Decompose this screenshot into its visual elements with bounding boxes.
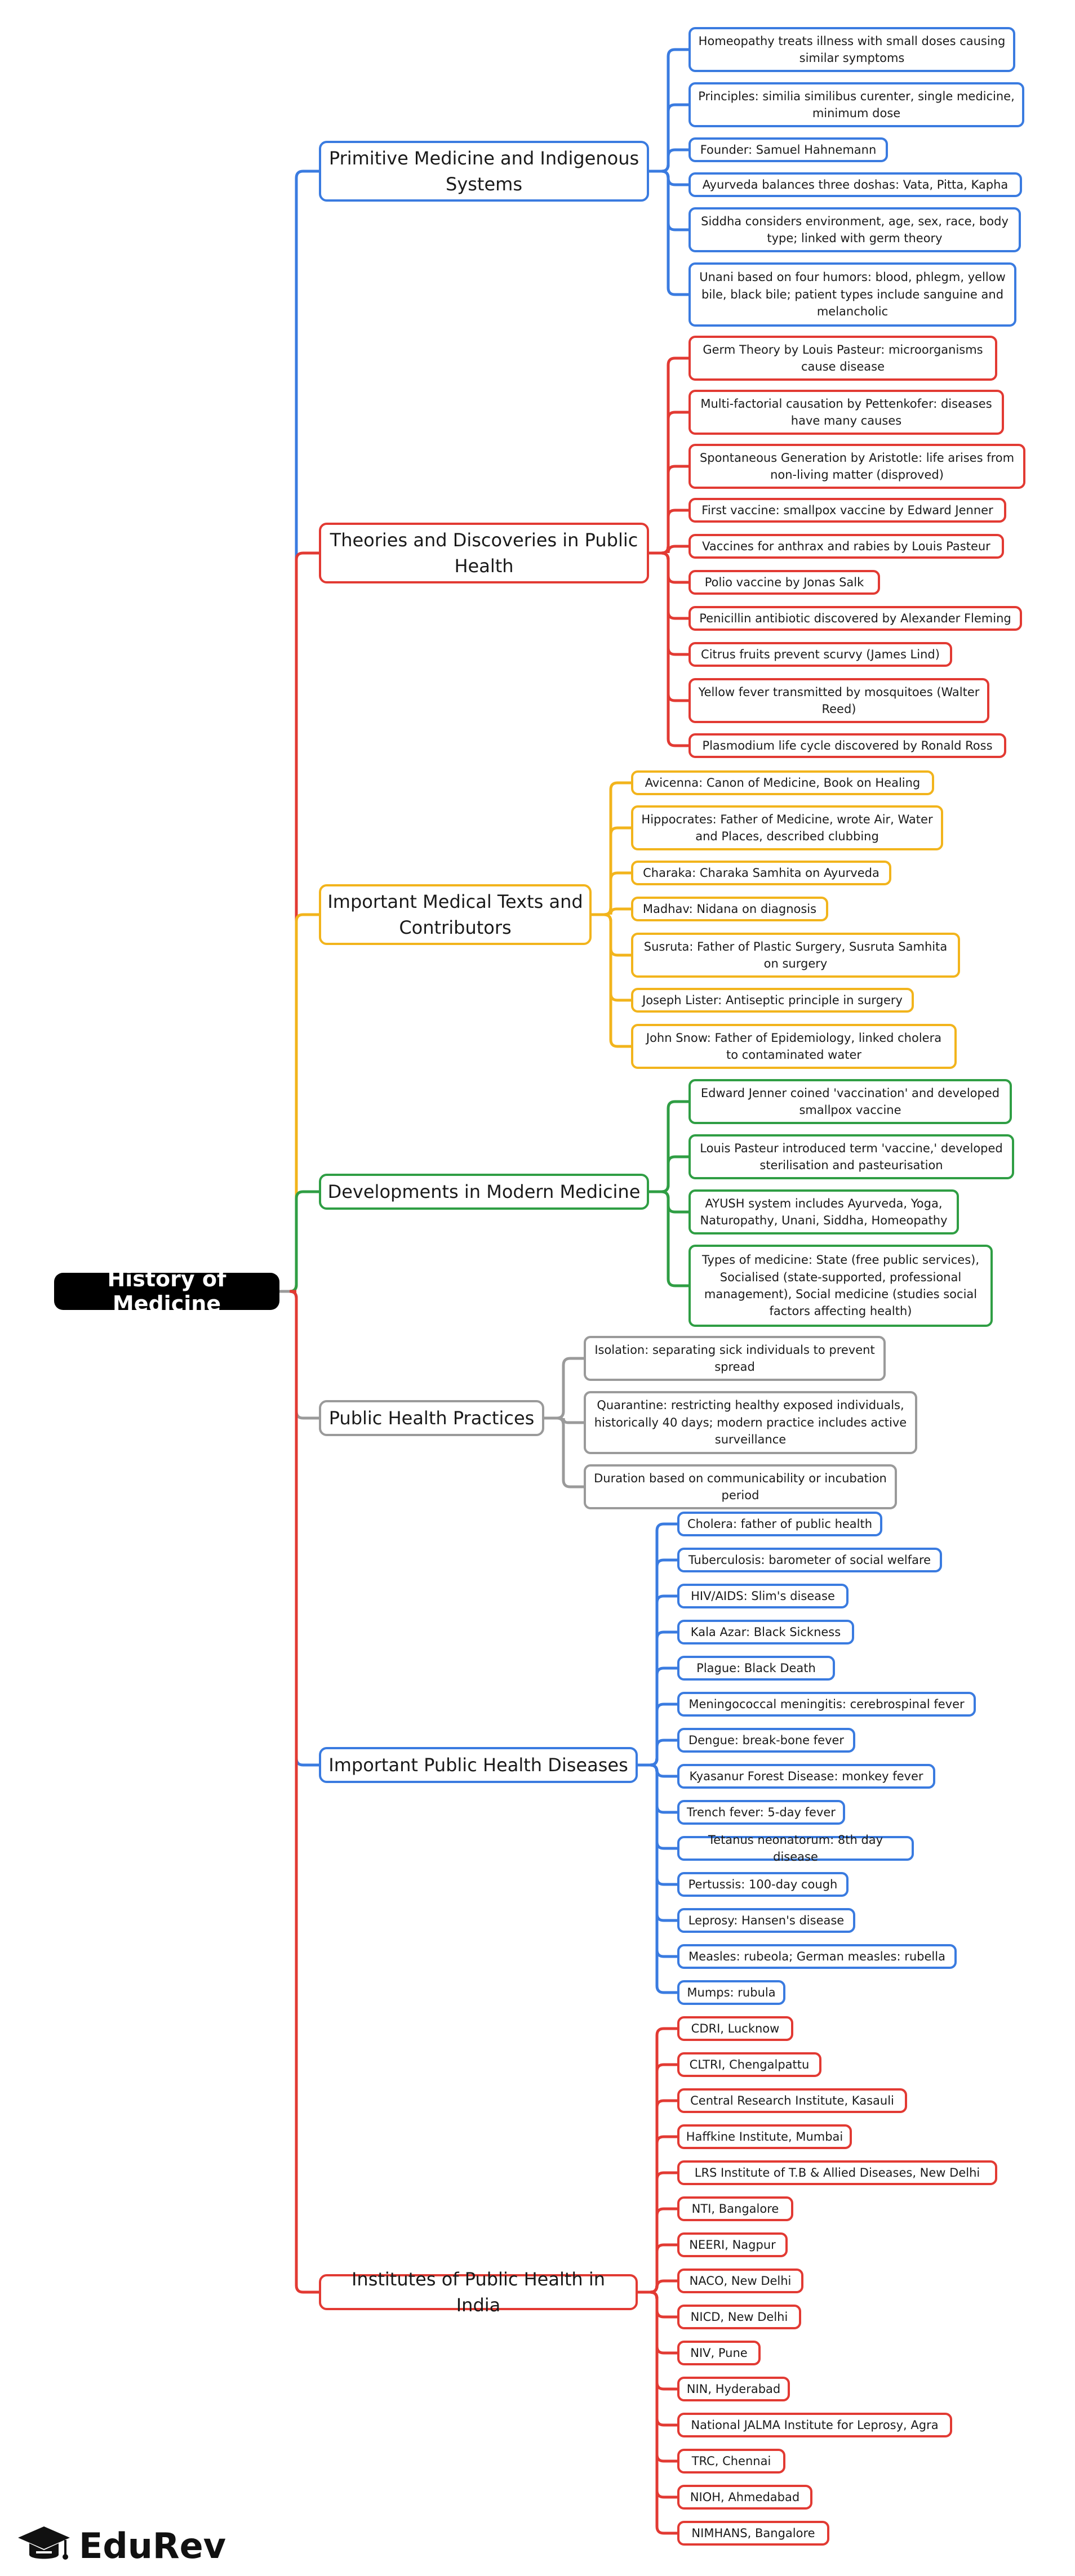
leaf-node[interactable]: NACO, New Delhi [677, 2269, 803, 2293]
edurev-logo[interactable]: EduRev [17, 2523, 226, 2568]
leaf-node[interactable]: NICD, New Delhi [677, 2305, 801, 2329]
connector-line [649, 551, 688, 747]
branch-medical-texts[interactable]: Important Medical Texts and Contributors [319, 884, 592, 945]
leaf-node[interactable]: Principles: similia similibus curenter, … [688, 82, 1024, 127]
leaf-node[interactable]: Quarantine: restricting healthy exposed … [584, 1391, 917, 1454]
leaf-node[interactable]: Citrus fruits prevent scurvy (James Lind… [688, 642, 952, 667]
leaf-node[interactable]: CDRI, Lucknow [677, 2016, 793, 2041]
connector-line [649, 148, 688, 173]
leaf-node[interactable]: Kala Azar: Black Sickness [677, 1620, 854, 1644]
connector-line [289, 1290, 319, 1767]
leaf-node[interactable]: Pertussis: 100-day cough [677, 1872, 849, 1897]
leaf-node[interactable]: Siddha considers environment, age, sex, … [688, 207, 1021, 252]
leaf-node[interactable]: Multi-factorial causation by Pettenkofer… [688, 390, 1004, 435]
branch-public-health-diseases[interactable]: Important Public Health Diseases [319, 1747, 638, 1783]
leaf-node[interactable]: Ayurveda balances three doshas: Vata, Pi… [688, 172, 1022, 197]
branch-label: Important Medical Texts and Contributors [327, 890, 583, 938]
branch-label: Primitive Medicine and Indigenous System… [328, 147, 639, 195]
connector-line [289, 1290, 319, 1420]
leaf-node[interactable]: National JALMA Institute for Leprosy, Ag… [677, 2413, 952, 2437]
branch-public-health-practices[interactable]: Public Health Practices [319, 1400, 544, 1436]
leaf-node[interactable]: Unani based on four humors: blood, phleg… [688, 262, 1016, 327]
leaf-node[interactable]: AYUSH system includes Ayurveda, Yoga, Na… [688, 1189, 959, 1234]
connector-line [289, 1190, 319, 1293]
branch-theories-discoveries[interactable]: Theories and Discoveries in Public Healt… [319, 523, 649, 583]
leaf-node[interactable]: Kyasanur Forest Disease: monkey fever [677, 1764, 935, 1789]
leaf-node[interactable]: Plasmodium life cycle discovered by Rona… [688, 733, 1006, 758]
branch-primitive-medicine[interactable]: Primitive Medicine and Indigenous System… [319, 141, 649, 202]
leaf-node[interactable]: Charaka: Charaka Samhita on Ayurveda [631, 861, 891, 885]
root-label: History of Medicine [107, 1267, 226, 1316]
leaf-node[interactable]: HIV/AIDS: Slim's disease [677, 1584, 849, 1608]
connector-line [649, 1190, 688, 1287]
leaf-node[interactable]: Louis Pasteur introduced term 'vaccine,'… [688, 1134, 1014, 1179]
leaf-node[interactable]: Germ Theory by Louis Pasteur: microorgan… [688, 336, 997, 381]
connector-line [289, 170, 319, 1293]
leaf-node[interactable]: Penicillin antibiotic discovered by Alex… [688, 606, 1022, 631]
connector-line [592, 913, 631, 1048]
connector-line [638, 2279, 677, 2294]
leaf-node[interactable]: Tuberculosis: barometer of social welfar… [677, 1548, 942, 1572]
leaf-node[interactable]: John Snow: Father of Epidemiology, linke… [631, 1024, 957, 1069]
leaf-node[interactable]: CLTRI, Chengalpattu [677, 2052, 821, 2077]
leaf-node[interactable]: LRS Institute of T.B & Allied Diseases, … [677, 2160, 997, 2185]
leaf-node[interactable]: Avicenna: Canon of Medicine, Book on Hea… [631, 770, 934, 795]
leaf-node[interactable]: Trench fever: 5-day fever [677, 1800, 845, 1825]
root-node[interactable]: History of Medicine [54, 1267, 279, 1316]
branch-label: Developments in Modern Medicine [327, 1180, 641, 1202]
leaf-node[interactable]: NEERI, Nagpur [677, 2232, 788, 2257]
graduation-cap-icon [18, 2526, 70, 2560]
leaf-node[interactable]: NIOH, Ahmedabad [677, 2485, 812, 2510]
leaf-node[interactable]: Joseph Lister: Antiseptic principle in s… [631, 988, 914, 1013]
leaf-node[interactable]: NIN, Hyderabad [677, 2377, 790, 2401]
leaf-node[interactable]: NTI, Bangalore [677, 2196, 793, 2221]
leaf-node[interactable]: Homeopathy treats illness with small dos… [688, 27, 1015, 72]
leaf-node[interactable]: TRC, Chennai [677, 2449, 785, 2474]
leaf-node[interactable]: Central Research Institute, Kasauli [677, 2088, 907, 2113]
connector-line [649, 170, 688, 296]
leaf-node[interactable]: NIMHANS, Bangalore [677, 2521, 829, 2546]
leaf-node[interactable]: Polio vaccine by Jonas Salk [688, 570, 880, 595]
leaf-node[interactable]: Leprosy: Hansen's disease [677, 1908, 855, 1933]
leaf-node[interactable]: Edward Jenner coined 'vaccination' and d… [688, 1079, 1012, 1124]
leaf-node[interactable]: Tetanus neonatorum: 8th day disease [677, 1833, 914, 1864]
leaf-node[interactable]: Cholera: father of public health [677, 1512, 882, 1536]
leaf-node[interactable]: Hippocrates: Father of Medicine, wrote A… [631, 805, 943, 850]
branch-label: Theories and Discoveries in Public Healt… [330, 529, 638, 577]
leaf-node[interactable]: Yellow fever transmitted by mosquitoes (… [688, 678, 989, 723]
leaf-node[interactable]: First vaccine: smallpox vaccine by Edwar… [688, 498, 1006, 523]
leaf-node[interactable]: Dengue: break-bone fever [677, 1728, 855, 1753]
branch-label: Important Public Health Diseases [328, 1754, 628, 1776]
leaf-node[interactable]: Duration based on communicability or inc… [584, 1464, 897, 1509]
leaf-node[interactable]: Mumps: rubula [677, 1980, 785, 2005]
leaf-node[interactable]: Types of medicine: State (free public se… [688, 1245, 993, 1327]
leaf-node[interactable]: Madhav: Nidana on diagnosis [631, 897, 828, 921]
connector-line [289, 551, 319, 1293]
branch-label: Public Health Practices [328, 1407, 535, 1429]
connector-line [638, 2290, 677, 2535]
branch-label: Institutes of Public Health in India [351, 2268, 606, 2316]
connector-line [289, 1290, 319, 2294]
connector-line [544, 1357, 584, 1420]
leaf-node[interactable]: Plague: Black Death [677, 1656, 835, 1681]
connector-line [289, 913, 319, 1293]
connector-line [649, 1155, 688, 1193]
branch-modern-medicine[interactable]: Developments in Modern Medicine [319, 1174, 649, 1210]
leaf-node[interactable]: Haffkine Institute, Mumbai [677, 2124, 852, 2149]
connector-line [544, 1416, 584, 1488]
brand-name: EduRev [79, 2525, 226, 2566]
connector-line [638, 1739, 677, 1767]
leaf-node[interactable]: Isolation: separating sick individuals t… [584, 1336, 886, 1381]
connector-line [638, 1763, 677, 1994]
leaf-node[interactable]: Meningococcal meningitis: cerebrospinal … [677, 1692, 976, 1717]
leaf-node[interactable]: Measles: rubeola; German measles: rubell… [677, 1944, 957, 1969]
leaf-node[interactable]: NIV, Pune [677, 2341, 761, 2365]
leaf-node[interactable]: Spontaneous Generation by Aristotle: lif… [688, 444, 1025, 489]
leaf-node[interactable]: Susruta: Father of Plastic Surgery, Susr… [631, 933, 960, 978]
branch-institutes-india[interactable]: Institutes of Public Health in India [319, 2269, 638, 2316]
leaf-node[interactable]: Founder: Samuel Hahnemann [688, 137, 888, 162]
leaf-node[interactable]: Vaccines for anthrax and rabies by Louis… [688, 534, 1004, 559]
